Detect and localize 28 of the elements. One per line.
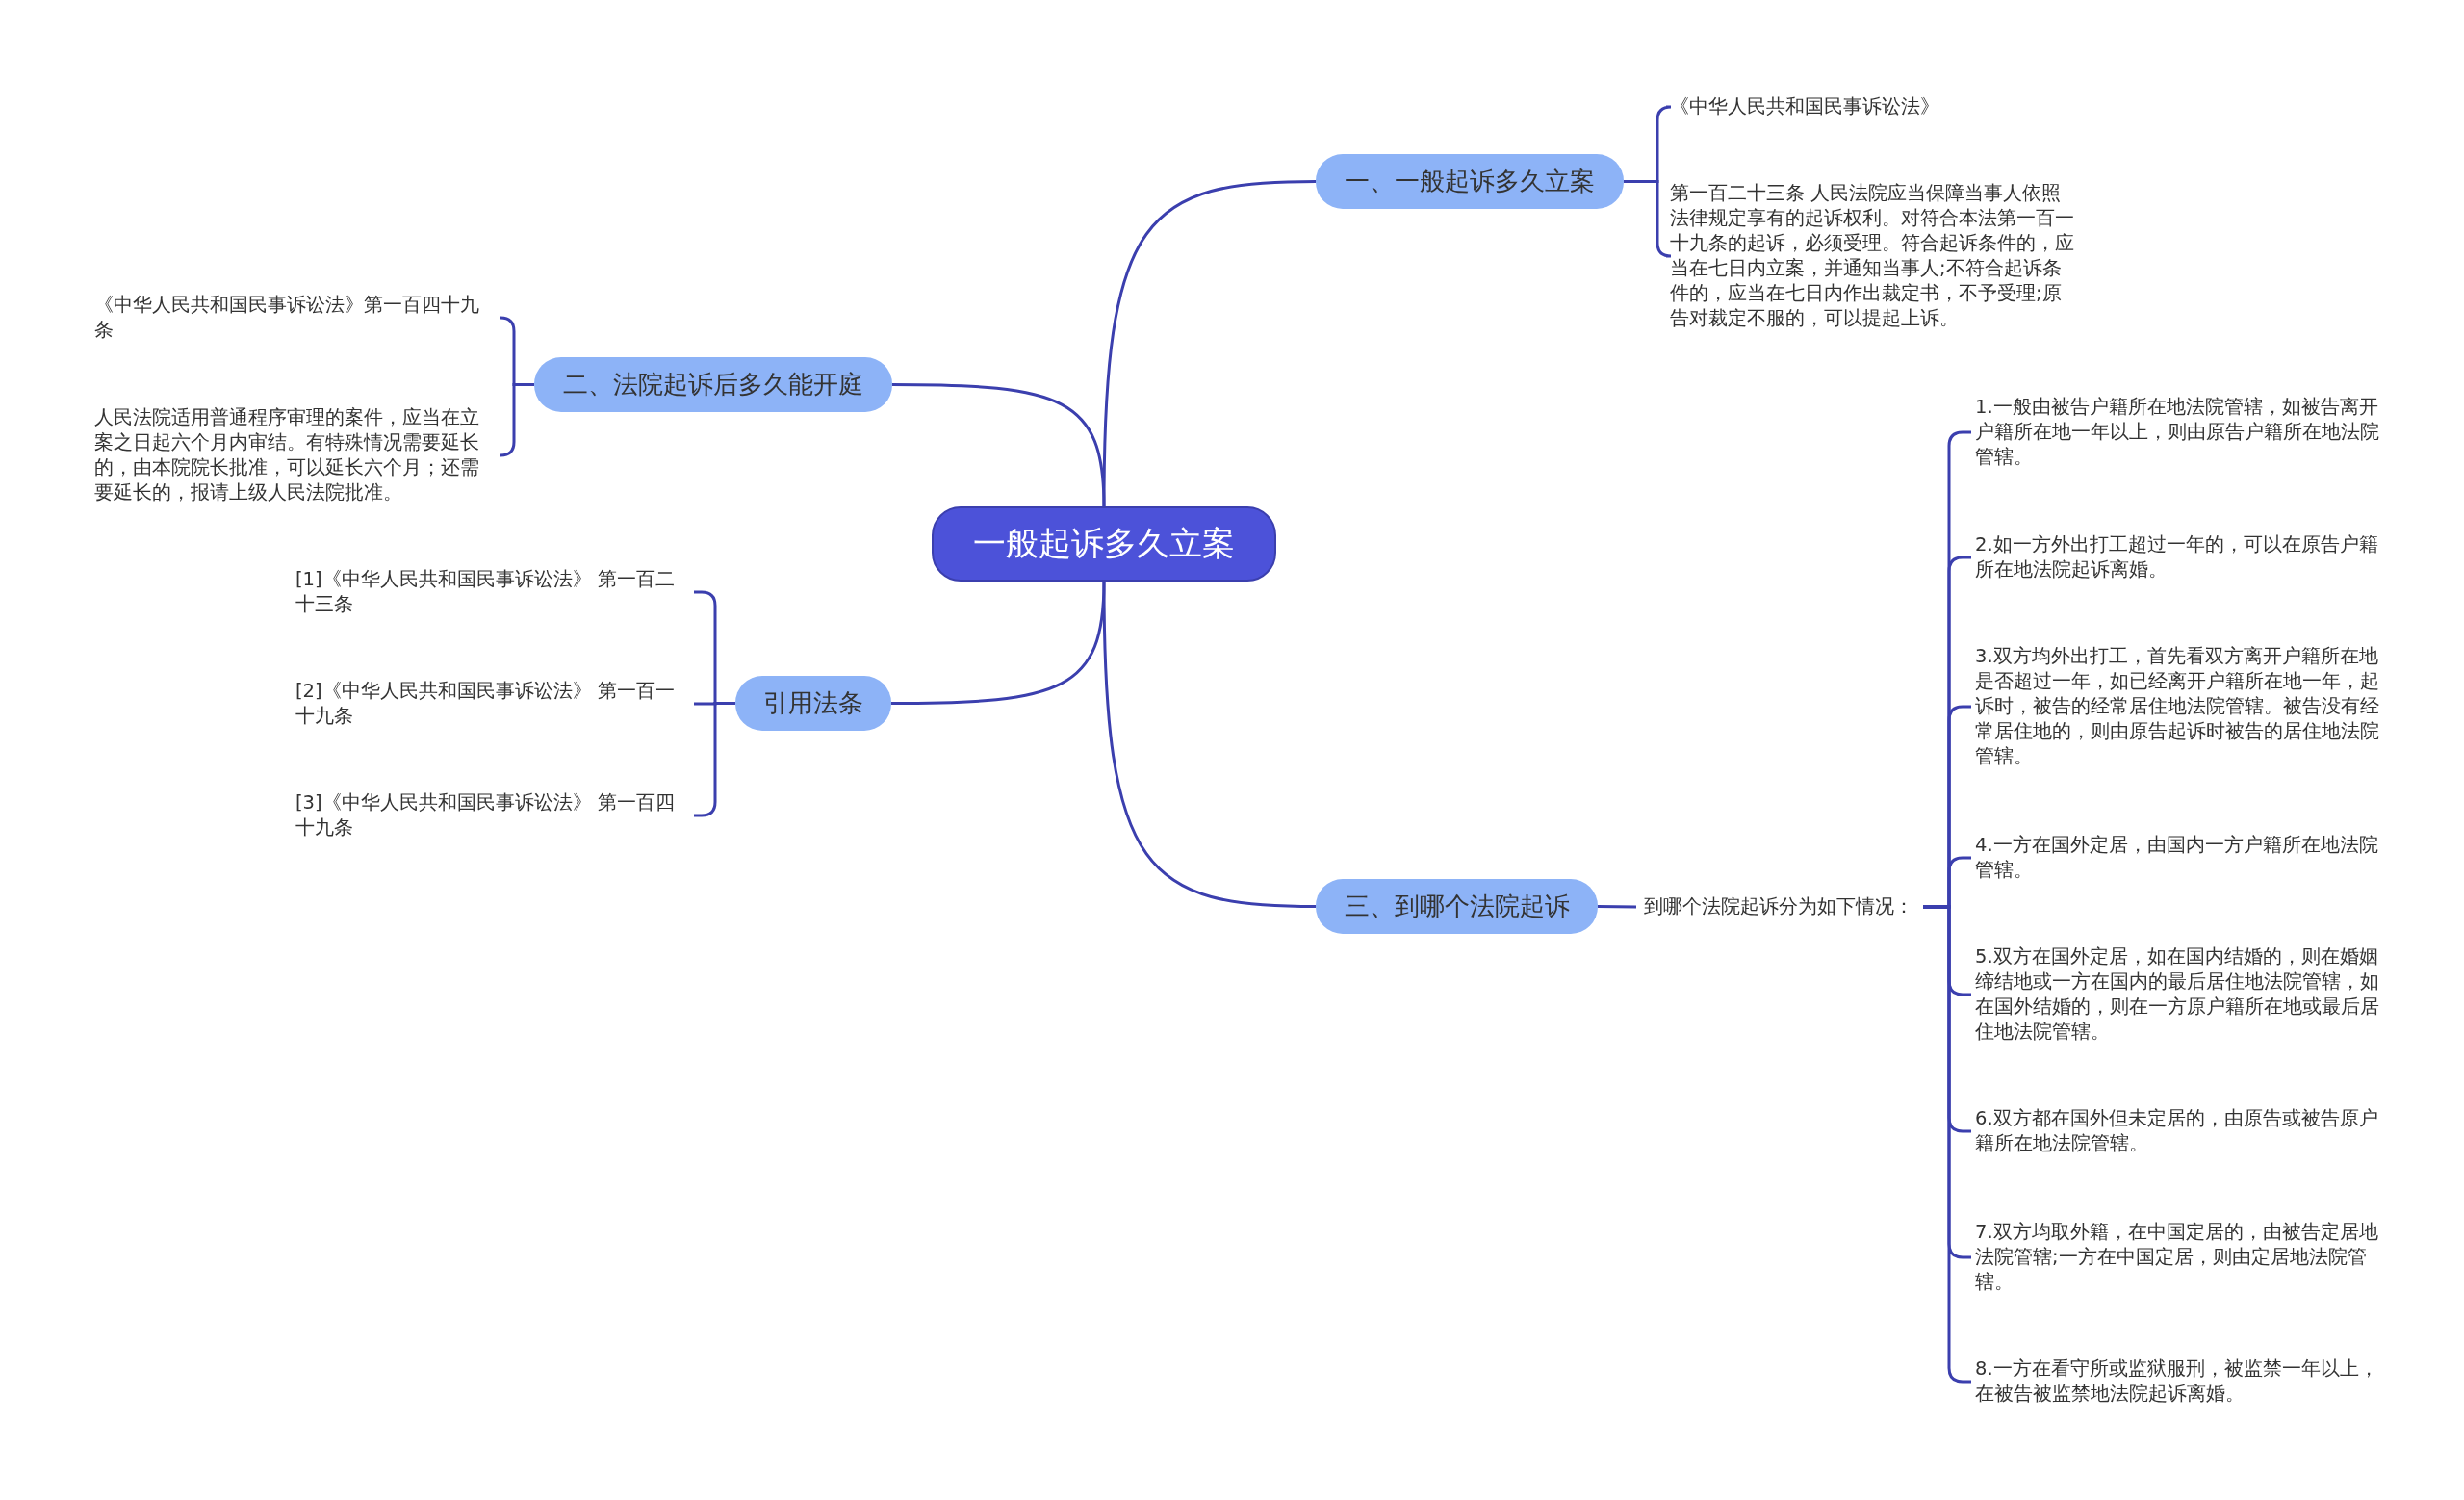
topic-pill: 二、法院起诉后多久能开庭 [534, 357, 892, 412]
note-text: 4.一方在国外定居，由国内一方户籍所在地法院管辖。 [1975, 833, 2384, 883]
note-text: 8.一方在看守所或监狱服刑，被监禁一年以上，在被告被监禁地法院起诉离婚。 [1975, 1357, 2384, 1407]
connector-line [1597, 905, 1637, 909]
connector-line [892, 383, 1106, 507]
connector-line [1102, 180, 1317, 507]
note-text: 到哪个法院起诉分为如下情况： [1644, 894, 1923, 919]
note-text: 第一百二十三条 人民法院应当保障当事人依照法律规定享有的起诉权利。对符合本法第一百一十九条的起诉，必须受理。符合起诉条件的，应当在七日内立案，并通知当事人;不符合起诉条件的，应当在七日内作出裁定书，不予受理;原告对裁定不服的，可以提起上诉。 [1670, 181, 2079, 331]
connector-line [1624, 180, 1673, 258]
note-text: 《中华人民共和国民事诉讼法》 [1670, 94, 1978, 119]
note-text: 7.双方均取外籍，在中国定居的，由被告定居地法院管辖;一方在中国定居，则由定居地法院管辖。 [1975, 1220, 2384, 1295]
note-text: [2]《中华人民共和国民事诉讼法》 第一百一十九条 [295, 679, 690, 729]
note-text: [1]《中华人民共和国民事诉讼法》 第一百二十三条 [295, 567, 690, 617]
note-text: 2.如一方外出打工超过一年的，可以在原告户籍所在地法院起诉离婚。 [1975, 532, 2384, 582]
connector-line [891, 581, 1106, 705]
connector-line [499, 383, 534, 457]
note-text: 5.双方在国外定居，如在国内结婚的，则在婚姻缔结地或一方在国内的最后居住地法院管辖，如在国外结婚的，则在一方原户籍所在地或最后居住地法院管辖。 [1975, 944, 2384, 1045]
note-text: 3.双方均外出打工，首先看双方离开户籍所在地是否超过一年，如已经离开户籍所在地一年，起诉时，被告的经常居住地法院管辖。被告没有经常居住地的，则由原告起诉时被告的居住地法院管辖。 [1975, 644, 2384, 769]
note-text: 1.一般由被告户籍所在地法院管辖，如被告离开户籍所在地一年以上，则由原告户籍所在地法院管辖。 [1975, 395, 2384, 470]
note-text: 人民法院适用普通程序审理的案件，应当在立案之日起六个月内审结。有特殊情况需要延长的，由本院院长批准，可以延长六个月；还需要延长的，报请上级人民法院批准。 [94, 405, 497, 505]
note-text: 6.双方都在国外但未定居的，由原告或被告原户籍所在地法院管辖。 [1975, 1106, 2384, 1156]
connector-line [1102, 581, 1317, 908]
topic-pill: 引用法条 [735, 676, 891, 731]
note-text: [3]《中华人民共和国民事诉讼法》 第一百四十九条 [295, 790, 690, 841]
central-topic: 一般起诉多久立案 [932, 506, 1276, 582]
topic-pill: 三、到哪个法院起诉 [1316, 879, 1598, 934]
topic-pill: 一、一般起诉多久立案 [1316, 154, 1624, 209]
note-text: 《中华人民共和国民事诉讼法》第一百四十九条 [94, 293, 497, 343]
